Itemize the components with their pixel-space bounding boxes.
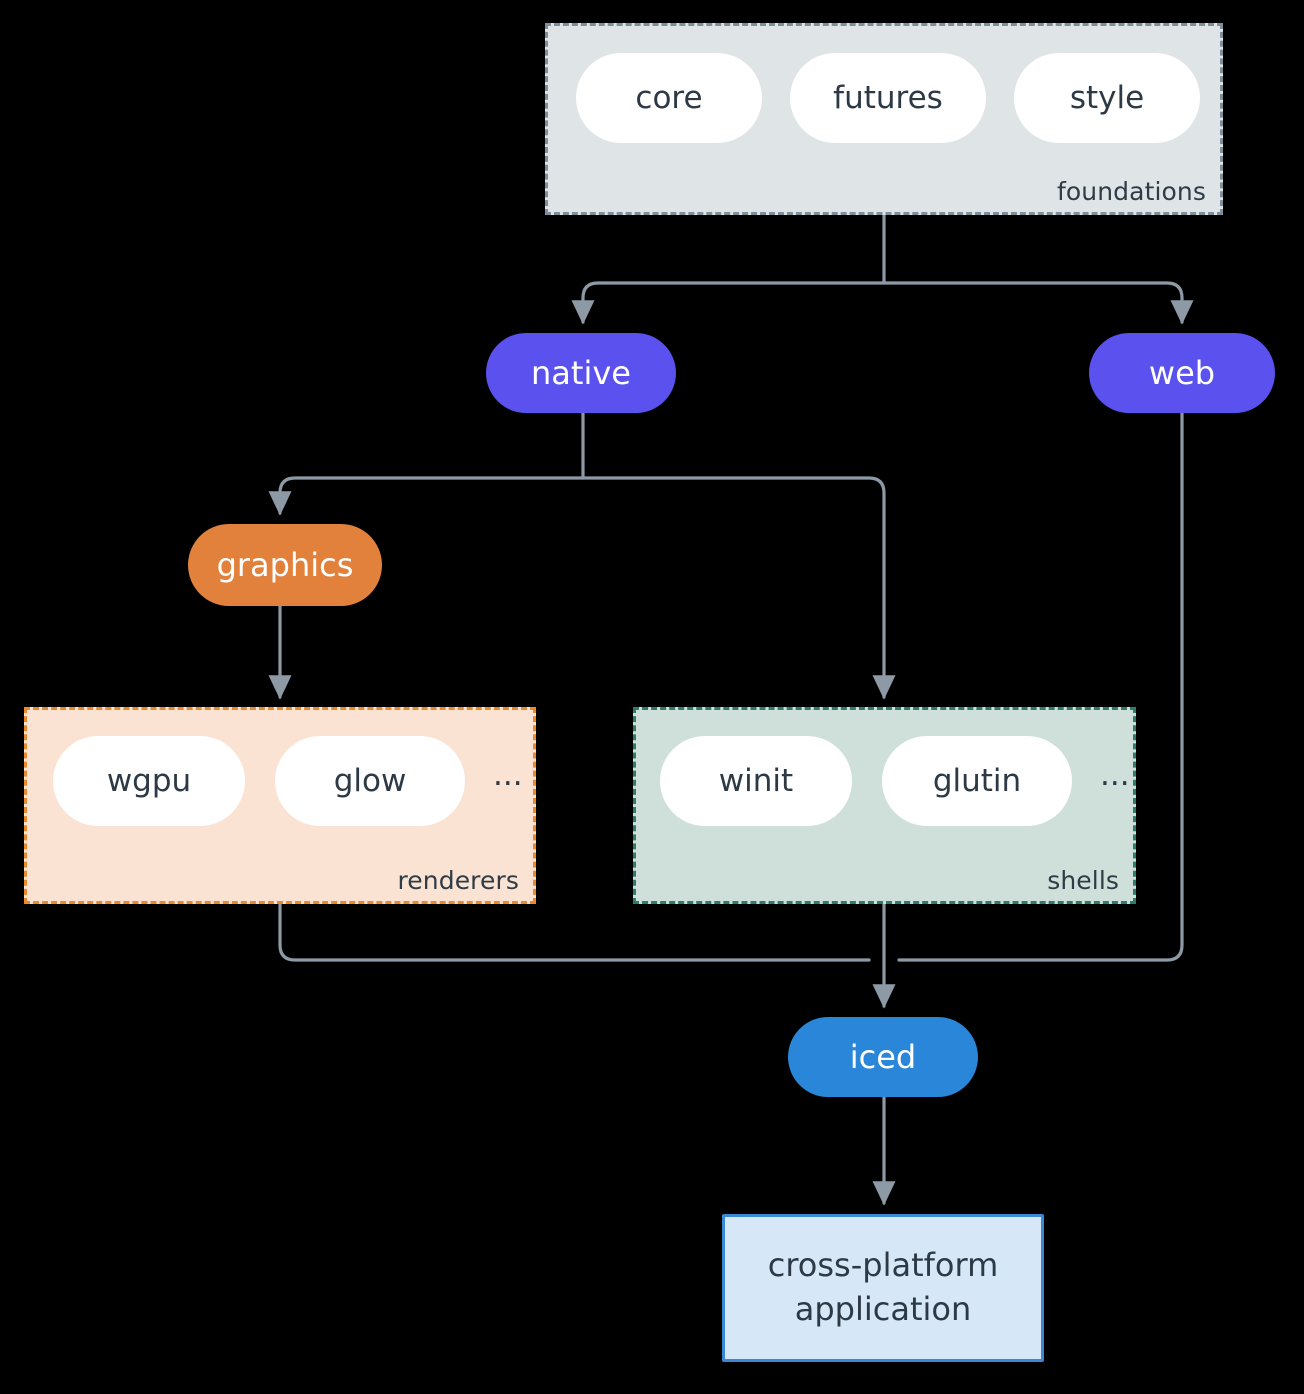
chip-glutin[interactable]: glutin xyxy=(882,736,1072,826)
group-renderers: wgpu glow ... renderers xyxy=(24,707,536,904)
renderers-ellipsis: ... xyxy=(493,756,523,793)
node-native[interactable]: native xyxy=(486,333,676,413)
chip-wgpu[interactable]: wgpu xyxy=(53,736,245,826)
node-web[interactable]: web xyxy=(1089,333,1275,413)
node-cross-platform-application[interactable]: cross-platform application xyxy=(722,1214,1044,1362)
application-label-line-2: application xyxy=(794,1290,972,1328)
group-foundations: core futures style foundations xyxy=(545,23,1223,215)
edge-native-to-graphics xyxy=(268,476,585,516)
chip-winit[interactable]: winit xyxy=(660,736,852,826)
group-foundations-items: core futures style xyxy=(576,53,1200,143)
node-iced[interactable]: iced xyxy=(788,1017,978,1097)
edge-foundations-to-native xyxy=(571,281,886,325)
node-graphics[interactable]: graphics xyxy=(188,524,382,606)
group-shells-items: winit glutin ... xyxy=(660,736,1130,826)
application-label-line-1: cross-platform xyxy=(767,1246,999,1285)
group-renderers-items: wgpu glow ... xyxy=(53,736,523,826)
edge-foundations-to-web xyxy=(882,281,1194,325)
chip-style[interactable]: style xyxy=(1014,53,1200,143)
shells-ellipsis: ... xyxy=(1100,756,1130,793)
chip-core[interactable]: core xyxy=(576,53,762,143)
edge-native-to-shells xyxy=(581,476,896,700)
edge-renderers-to-iced xyxy=(278,902,871,962)
chip-glow[interactable]: glow xyxy=(275,736,465,826)
group-shells-label: shells xyxy=(1047,866,1119,895)
group-foundations-label: foundations xyxy=(1057,177,1206,206)
group-renderers-label: renderers xyxy=(397,866,519,895)
group-shells: winit glutin ... shells xyxy=(633,707,1136,904)
chip-futures[interactable]: futures xyxy=(790,53,986,143)
